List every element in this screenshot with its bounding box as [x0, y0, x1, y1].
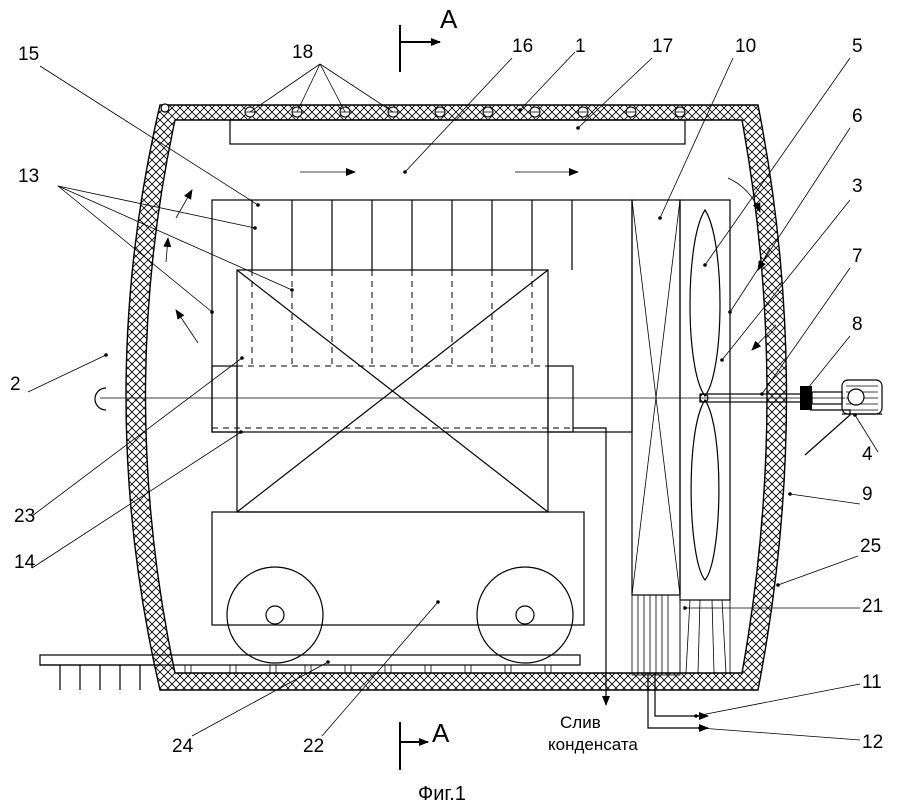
condensate-drain	[573, 427, 610, 706]
leader-24	[191, 661, 329, 737]
callout-4: 4	[862, 444, 873, 465]
leader-1	[519, 51, 576, 111]
leader-dot-5	[703, 263, 707, 267]
leader-6	[729, 127, 851, 313]
leader-dot-21	[683, 606, 687, 610]
leader-12	[699, 727, 861, 741]
section-mark-top: А	[399, 4, 458, 72]
leader-22	[321, 601, 439, 737]
leader-dot-10	[658, 216, 662, 220]
callout-1: 1	[575, 36, 586, 57]
leader-13-1	[57, 185, 293, 291]
leader-14	[31, 431, 242, 569]
callout-12: 12	[862, 732, 883, 753]
callout-13: 13	[18, 166, 39, 187]
callout-21: 21	[862, 596, 883, 617]
callout-24: 24	[172, 736, 194, 757]
leader-lines	[27, 51, 879, 741]
figure-caption: Фиг.1	[418, 783, 466, 805]
leader-dot-13-2	[210, 310, 214, 314]
leader-dot-1	[518, 108, 522, 112]
supply-pipes	[647, 673, 709, 732]
leader-7	[761, 267, 851, 395]
leader-dot-25	[776, 583, 780, 587]
leader-dot-12	[698, 726, 702, 730]
section-letter-bottom: А	[432, 718, 450, 748]
leader-2	[27, 354, 107, 393]
leader-dot-4	[853, 413, 857, 417]
callout-14: 14	[14, 552, 36, 573]
leader-dot-11	[694, 714, 698, 718]
leader-dot-13-0	[253, 226, 257, 230]
leader-8	[807, 335, 851, 389]
rails	[39, 654, 581, 690]
callout-11: 11	[862, 672, 882, 693]
leader-18-0	[249, 63, 321, 113]
callout-15: 15	[18, 44, 39, 65]
leader-dot-8	[806, 386, 810, 390]
trolley	[211, 511, 585, 664]
leader-dot-15	[256, 203, 260, 207]
callout-2: 2	[10, 374, 21, 395]
callout-7: 7	[852, 246, 863, 267]
leader-dot-7	[760, 392, 764, 396]
leader-13-0	[57, 185, 256, 229]
leader-17	[577, 57, 653, 129]
leader-11	[695, 683, 861, 717]
door-hinge	[94, 387, 107, 411]
leader-10	[659, 57, 734, 219]
leader-dot-16	[403, 170, 407, 174]
leader-dot-22	[436, 600, 440, 604]
section-mark-bottom: А	[399, 718, 450, 770]
leader-dot-6	[728, 310, 732, 314]
ceiling-plate	[229, 119, 686, 145]
leader-13-2	[57, 185, 213, 313]
callout-8: 8	[852, 314, 863, 335]
callout-18: 18	[292, 42, 313, 63]
callout-17: 17	[652, 36, 673, 57]
drain-label-line2: конденсата	[548, 735, 638, 754]
leader-dot-17	[576, 126, 580, 130]
leader-dot-2	[104, 353, 108, 357]
section-letter-top: А	[440, 4, 458, 34]
callout-9: 9	[862, 484, 873, 505]
chamber-shell	[125, 103, 788, 691]
callout-5: 5	[852, 36, 863, 57]
callout-16: 16	[512, 36, 533, 57]
drive-unit	[699, 379, 883, 456]
leader-25	[777, 555, 859, 586]
leader-18-2	[319, 63, 346, 113]
leader-4	[854, 414, 879, 453]
leader-15	[39, 65, 259, 206]
callout-6: 6	[852, 106, 863, 127]
leader-dot-24	[326, 660, 330, 664]
heater-tubes	[244, 106, 686, 118]
airflow-arrows	[163, 168, 777, 351]
fan-unit	[679, 199, 731, 674]
callout-3: 3	[852, 176, 863, 197]
leader-23	[31, 357, 243, 517]
leader-dot-14	[239, 430, 243, 434]
callout-25: 25	[860, 536, 881, 557]
callout-23: 23	[14, 506, 35, 527]
leader-dot-23	[240, 356, 244, 360]
leader-5	[704, 57, 851, 266]
callout-22: 22	[303, 736, 324, 757]
drain-label-line1: Слив	[560, 713, 601, 732]
callout-10: 10	[735, 36, 756, 57]
leader-dot-13-1	[290, 288, 294, 292]
load-box	[212, 269, 600, 513]
leader-dot-9	[788, 492, 792, 496]
leader-9	[789, 493, 861, 505]
leader-3	[721, 199, 851, 361]
leader-dot-3	[720, 358, 724, 362]
leader-18-3	[319, 63, 394, 113]
leader-18-1	[296, 63, 321, 113]
leader-16	[404, 57, 513, 173]
